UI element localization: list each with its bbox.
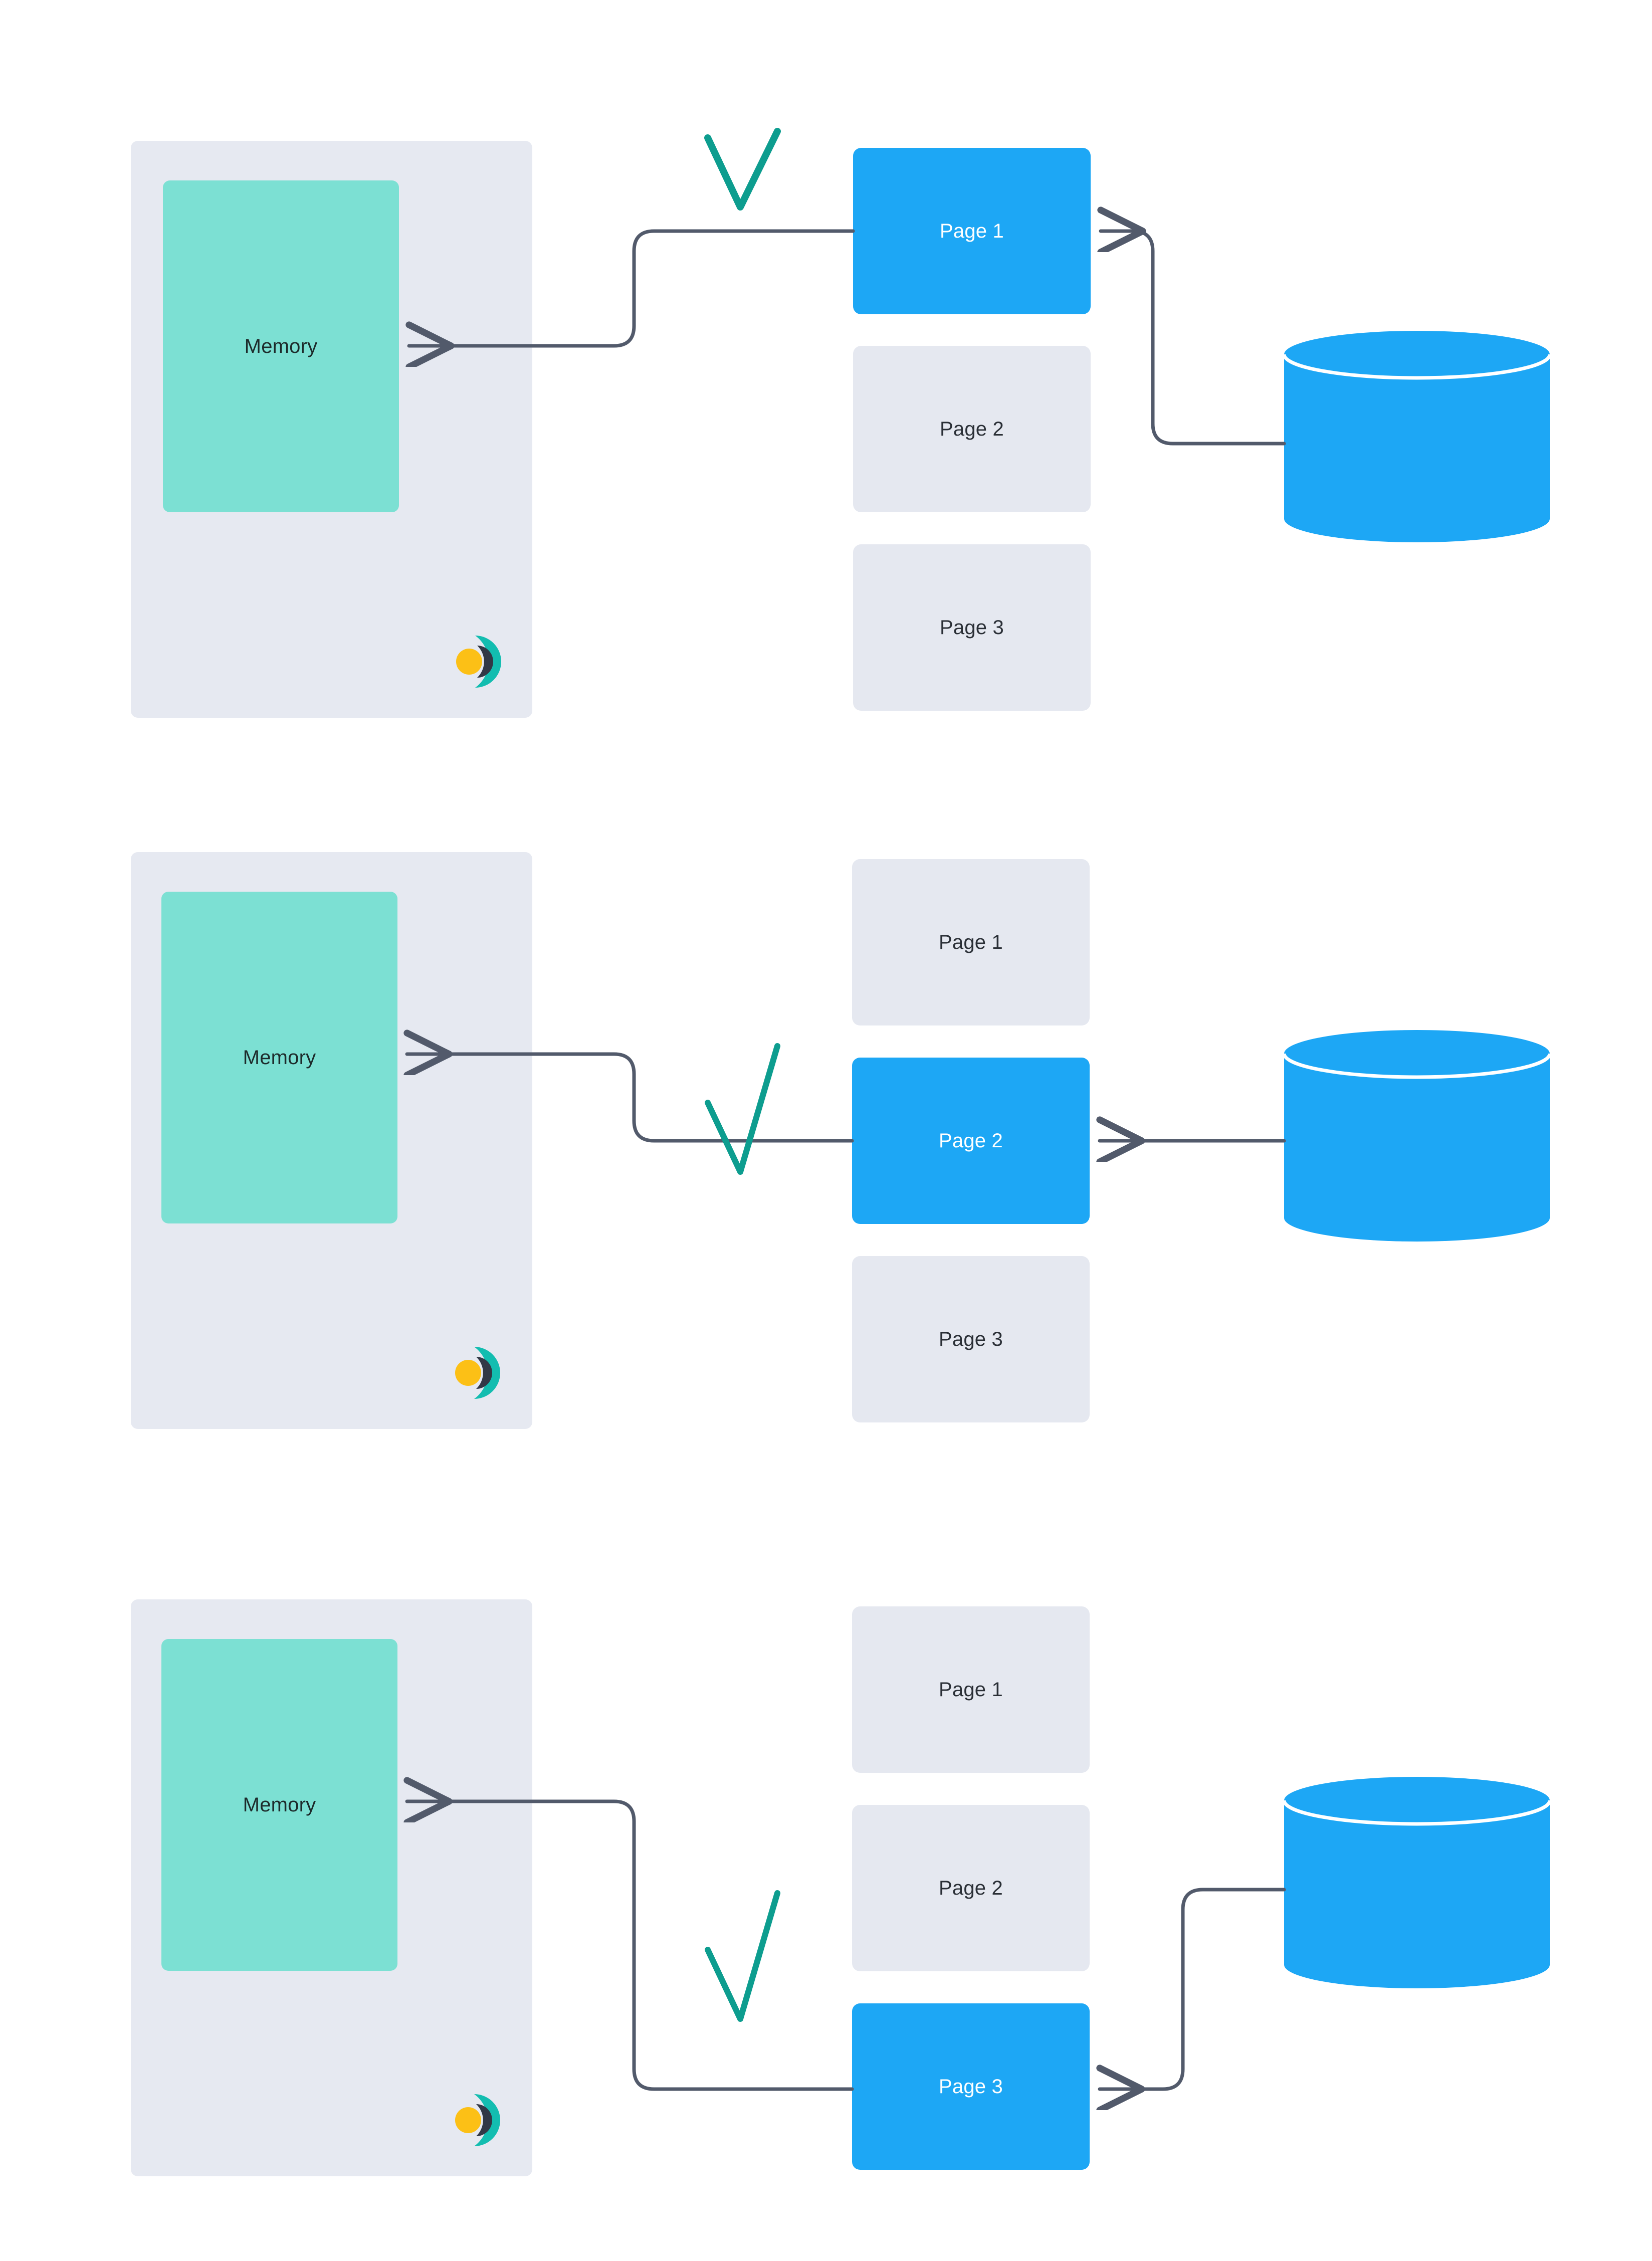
page-box-step2-page1[interactable]: Page 1	[852, 859, 1090, 1025]
page-label: Page 1	[939, 931, 1003, 953]
page-label: Page 3	[940, 616, 1004, 639]
connector-datasource-to-page3-step-3	[1100, 1888, 1286, 2089]
check-icon-step-3	[705, 1890, 780, 2022]
check-icon-step-2	[705, 1043, 780, 1175]
page-label: Page 3	[939, 1328, 1003, 1350]
data-source-label-step-1: Data Source	[1360, 451, 1474, 473]
eclipse-logo-icon	[445, 1343, 505, 1403]
page-box-step1-page2[interactable]: Page 2	[853, 346, 1091, 512]
data-source-label-step-2: Data Source	[1360, 1194, 1474, 1216]
memory-box-step-1: Memory	[163, 180, 399, 512]
page-label: Page 3	[939, 2075, 1003, 2098]
page-label: Page 2	[940, 418, 1004, 440]
memory-box-step-3: Memory	[161, 1639, 397, 1971]
database-cylinder-icon-step-3	[1282, 1777, 1552, 1988]
memory-label: Memory	[244, 335, 318, 357]
page-label: Page 2	[939, 1877, 1003, 1899]
eclipse-logo-icon	[445, 2090, 505, 2150]
eclipse-logo-icon	[446, 632, 506, 692]
page-label: Page 1	[939, 1678, 1003, 1701]
memory-label: Memory	[243, 1046, 316, 1069]
page-box-step3-page1[interactable]: Page 1	[852, 1606, 1090, 1773]
page-box-step3-page3[interactable]: Page 3	[852, 2003, 1090, 2170]
page-box-step2-page2[interactable]: Page 2	[852, 1058, 1090, 1224]
page-label: Page 2	[939, 1129, 1003, 1152]
page-box-step1-page3[interactable]: Page 3	[853, 544, 1091, 711]
memory-box-step-2: Memory	[161, 892, 397, 1223]
data-source-label-step-3: Data Source	[1360, 1932, 1474, 1954]
page-label: Page 1	[940, 220, 1004, 242]
connector-datasource-to-page1-step-1	[1101, 231, 1286, 446]
database-cylinder-icon-step-1	[1282, 331, 1552, 542]
page-box-step2-page3[interactable]: Page 3	[852, 1256, 1090, 1422]
check-icon-step-1	[704, 128, 781, 211]
memory-label: Memory	[243, 1793, 316, 1816]
page-box-step1-page1[interactable]: Page 1	[853, 148, 1091, 314]
page-box-step3-page2[interactable]: Page 2	[852, 1805, 1090, 1971]
